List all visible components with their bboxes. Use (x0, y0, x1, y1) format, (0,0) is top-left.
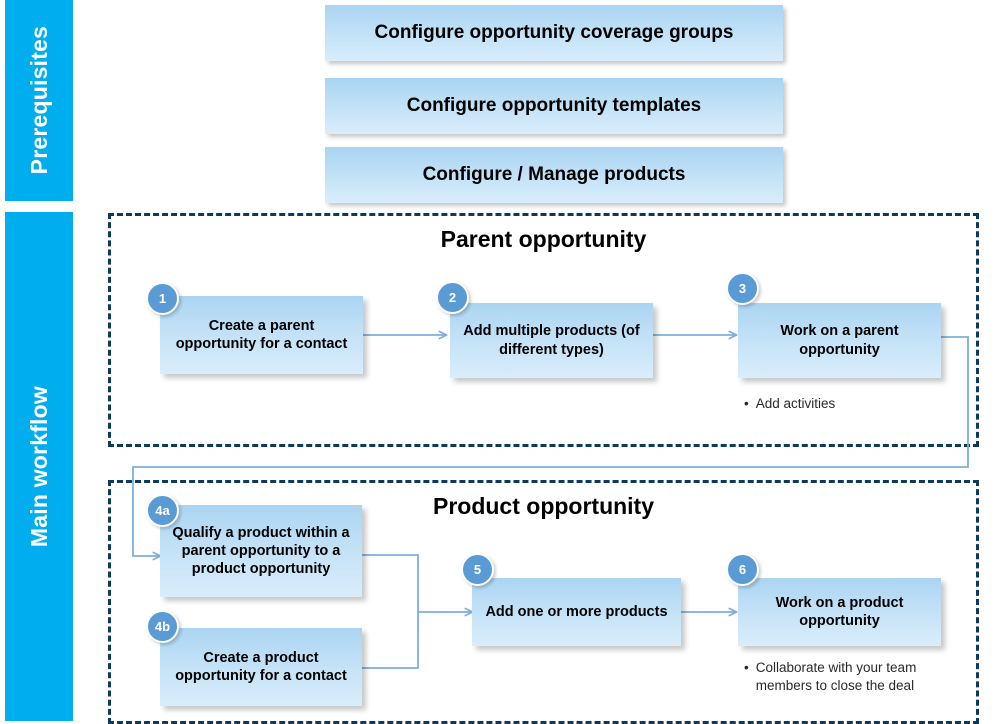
step-badge-3: 3 (726, 272, 759, 305)
bullet-icon: • (744, 396, 749, 411)
prerequisite-box-opportunity-templates[interactable]: Configure opportunity templates (325, 78, 783, 134)
section-parent-opportunity: Parent opportunity (108, 213, 979, 447)
step-box-work-on-parent-opportunity[interactable]: Work on a parent opportunity (738, 303, 941, 378)
lane-main-workflow: Main workflow (5, 212, 73, 721)
step-badge-1: 1 (146, 282, 179, 315)
note-add-activities: • Add activities (744, 395, 944, 413)
section-product-opportunity-title: Product opportunity (432, 493, 655, 519)
step-badge-6: 6 (726, 553, 759, 586)
step-box-add-one-or-more-products[interactable]: Add one or more products (472, 578, 681, 646)
section-parent-opportunity-title: Parent opportunity (440, 226, 647, 252)
note-text: Add activities (755, 396, 836, 411)
step-box-create-product-opportunity[interactable]: Create a product opportunity for a conta… (160, 628, 362, 706)
step-badge-2: 2 (436, 281, 469, 314)
step-box-qualify-product-within-parent[interactable]: Qualify a product within a parent opport… (160, 505, 362, 597)
lane-prerequisites: Prerequisites (5, 0, 73, 201)
step-box-add-multiple-products[interactable]: Add multiple products (of different type… (450, 303, 653, 378)
step-box-work-on-product-opportunity[interactable]: Work on a product opportunity (738, 578, 941, 646)
bullet-icon: • (744, 660, 749, 675)
note-text: Collaborate with your team members to cl… (755, 660, 917, 694)
step-badge-5: 5 (461, 553, 494, 586)
note-collaborate-with-team: • Collaborate with your team members to … (744, 659, 919, 695)
step-box-create-parent-opportunity[interactable]: Create a parent opportunity for a contac… (160, 296, 363, 374)
step-badge-4b: 4b (146, 610, 179, 643)
prerequisite-box-coverage-groups[interactable]: Configure opportunity coverage groups (325, 5, 783, 61)
prerequisite-box-manage-products[interactable]: Configure / Manage products (325, 147, 783, 203)
step-badge-4a: 4a (146, 494, 179, 527)
